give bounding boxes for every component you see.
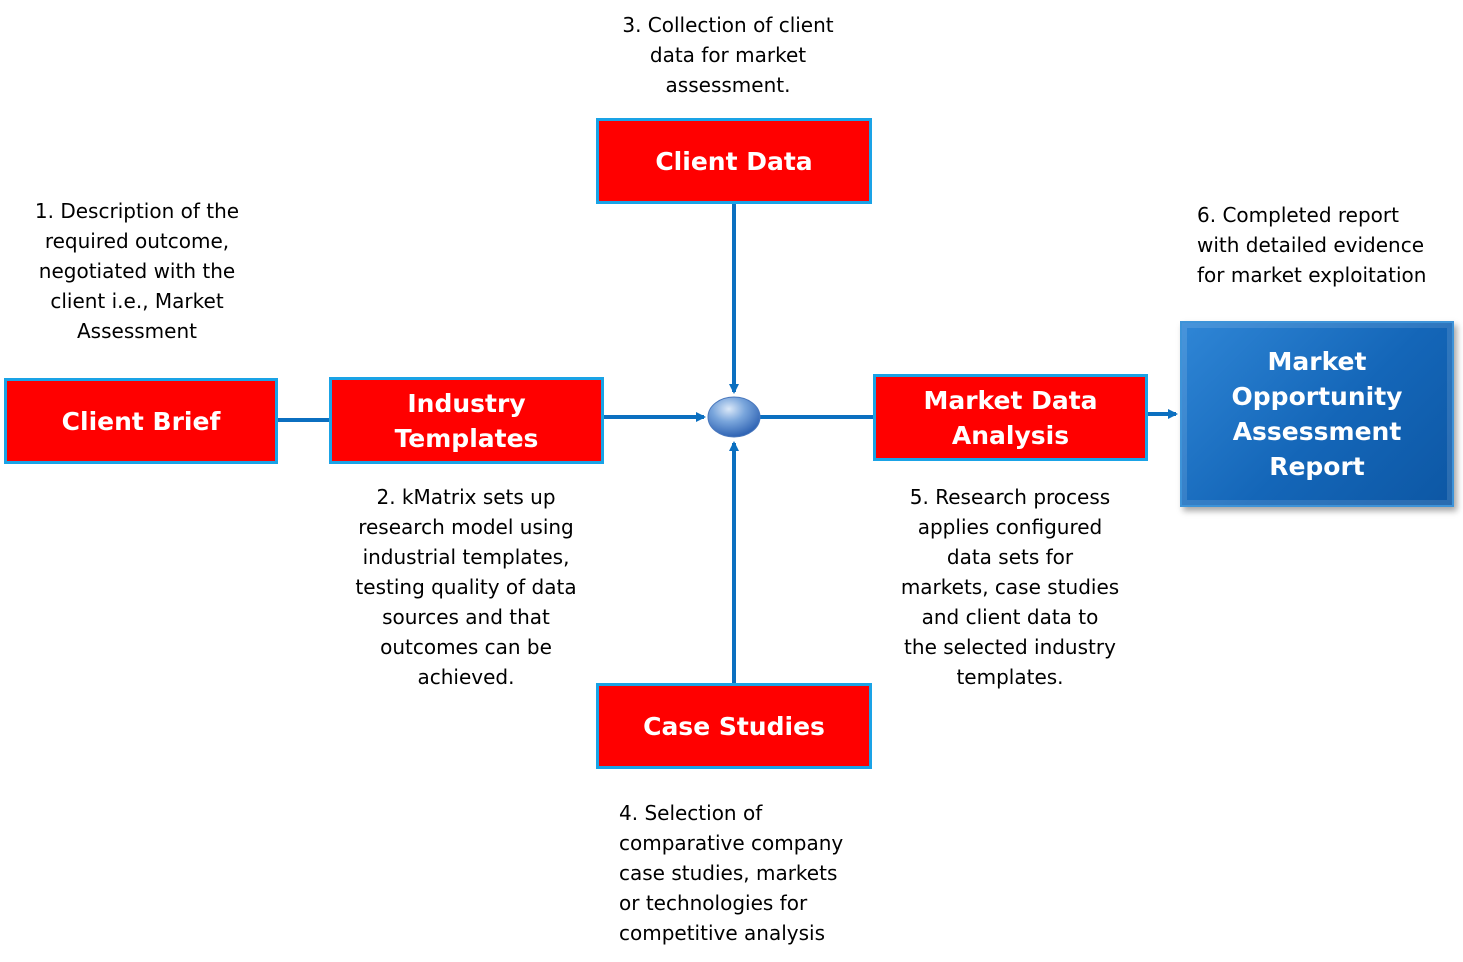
client-data-label: Client Data [655,146,813,176]
step2-note: 2. kMatrix sets up research model using … [355,485,577,689]
case-studies-box: Case Studies [596,683,872,769]
client-data-box: Client Data [596,118,872,204]
market-data-analysis-box: Market Data Analysis [873,374,1148,461]
junction-node [707,396,761,438]
report-label: Market Opportunity Assessment Report [1231,347,1403,481]
case-studies-label: Case Studies [643,711,825,741]
client-brief-label: Client Brief [61,406,221,436]
step3-note: 3. Collection of client data for market … [622,13,834,97]
step1-note: 1. Description of the required outcome, … [34,199,240,343]
industry-templates-label: Industry Templates [394,388,539,453]
industry-templates-box: Industry Templates [329,377,604,464]
client-brief-box: Client Brief [4,378,278,464]
market-opportunity-report-box: Market Opportunity Assessment Report [1180,321,1454,507]
step4-note: 4. Selection of comparative company case… [619,801,844,945]
step6-note: 6. Completed report with detailed eviden… [1197,203,1427,287]
market-data-analysis-label: Market Data Analysis [923,385,1098,450]
step5-note: 5. Research process applies configured d… [900,485,1120,689]
